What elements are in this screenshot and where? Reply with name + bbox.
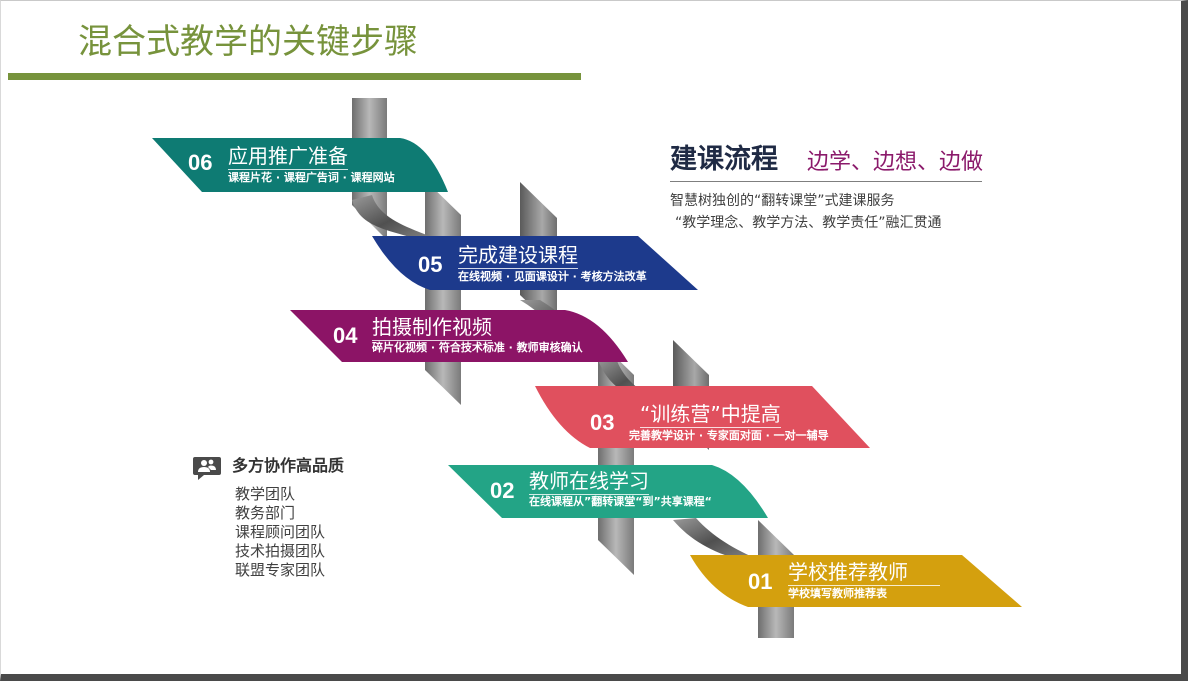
step-02-number: 02	[490, 478, 514, 504]
list-item: 教务部门	[235, 504, 325, 523]
list-item: 技术拍摄团队	[235, 542, 325, 561]
step-05-number: 05	[418, 252, 442, 278]
step-04-subtitle: 碎片化视频 · 符合技术标准 · 教师审核确认	[372, 341, 583, 355]
list-item: 课程顾问团队	[235, 523, 325, 542]
info-line-2: “教学理念、教学方法、教学责任”融汇贯通	[675, 213, 942, 233]
info-heading: 建课流程	[670, 142, 778, 178]
step-04-number: 04	[333, 323, 357, 349]
step-01-subtitle: 学校填写教师推荐表	[788, 587, 887, 601]
step-06-subtitle: 课程片花 · 课程广告词 · 课程网站	[228, 171, 395, 185]
step-06-title: 应用推广准备	[228, 144, 348, 170]
step-01-title: 学校推荐教师	[788, 560, 940, 586]
step-06-number: 06	[188, 150, 212, 176]
team-list: 教学团队 教务部门 课程顾问团队 技术拍摄团队 联盟专家团队	[235, 485, 325, 580]
list-item: 教学团队	[235, 485, 325, 504]
step-03-subtitle: 完善教学设计 · 专家面对面 · 一对一辅导	[629, 429, 829, 443]
step-05-title: 完成建设课程	[458, 243, 578, 269]
info-divider	[670, 181, 982, 182]
post-2	[425, 180, 461, 405]
twist-02-01	[673, 518, 760, 560]
step-03-number: 03	[590, 410, 614, 436]
list-item: 联盟专家团队	[235, 561, 325, 580]
step-01-number: 01	[748, 569, 772, 595]
step-04-title: 拍摄制作视频	[372, 315, 492, 341]
info-line-1: 智慧树独创的“翻转课堂”式建课服务	[670, 191, 895, 211]
step-02-title: 教师在线学习	[529, 469, 649, 495]
info-accent: 边学、边想、边做	[807, 148, 983, 178]
step-02-subtitle: 在线课程从”翻转课堂“到”共享课程“	[529, 495, 712, 509]
people-icon	[192, 455, 222, 481]
step-05-subtitle: 在线视频 · 见面课设计 · 考核方法改革	[458, 270, 647, 284]
step-03-title: “训练营”中提高	[640, 402, 781, 428]
team-heading: 多方协作高品质	[232, 455, 344, 477]
